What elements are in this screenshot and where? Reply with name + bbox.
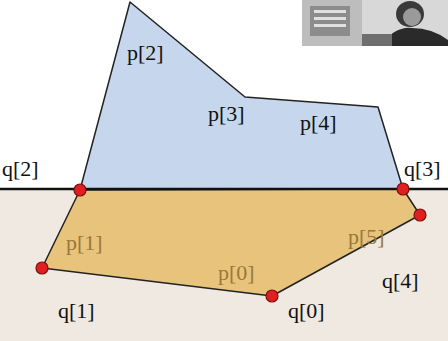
vertex-label: q[4] — [382, 268, 419, 294]
vertex-label: q[3] — [404, 156, 441, 182]
vertex-dot — [397, 183, 409, 195]
vertex-dot — [74, 184, 86, 196]
vertex-label: p[2] — [127, 40, 164, 66]
lower-half-plane — [0, 189, 448, 341]
intersection-points — [36, 183, 426, 302]
vertex-dot — [36, 262, 48, 274]
vertex-label: p[0] — [218, 260, 255, 286]
clipped-polygon — [42, 189, 420, 296]
vertex-label: p[4] — [300, 110, 337, 136]
vertex-label: p[1] — [66, 230, 103, 256]
vertex-label: q[2] — [2, 156, 39, 182]
vertex-label: p[3] — [208, 101, 245, 127]
vertex-label: q[0] — [288, 298, 325, 324]
vertex-label: p[5] — [348, 224, 385, 250]
vertex-label: q[1] — [58, 298, 95, 324]
vertex-dot — [266, 290, 278, 302]
clip-line — [0, 188, 448, 191]
photo-inset — [302, 0, 448, 46]
vertex-dot — [414, 209, 426, 221]
